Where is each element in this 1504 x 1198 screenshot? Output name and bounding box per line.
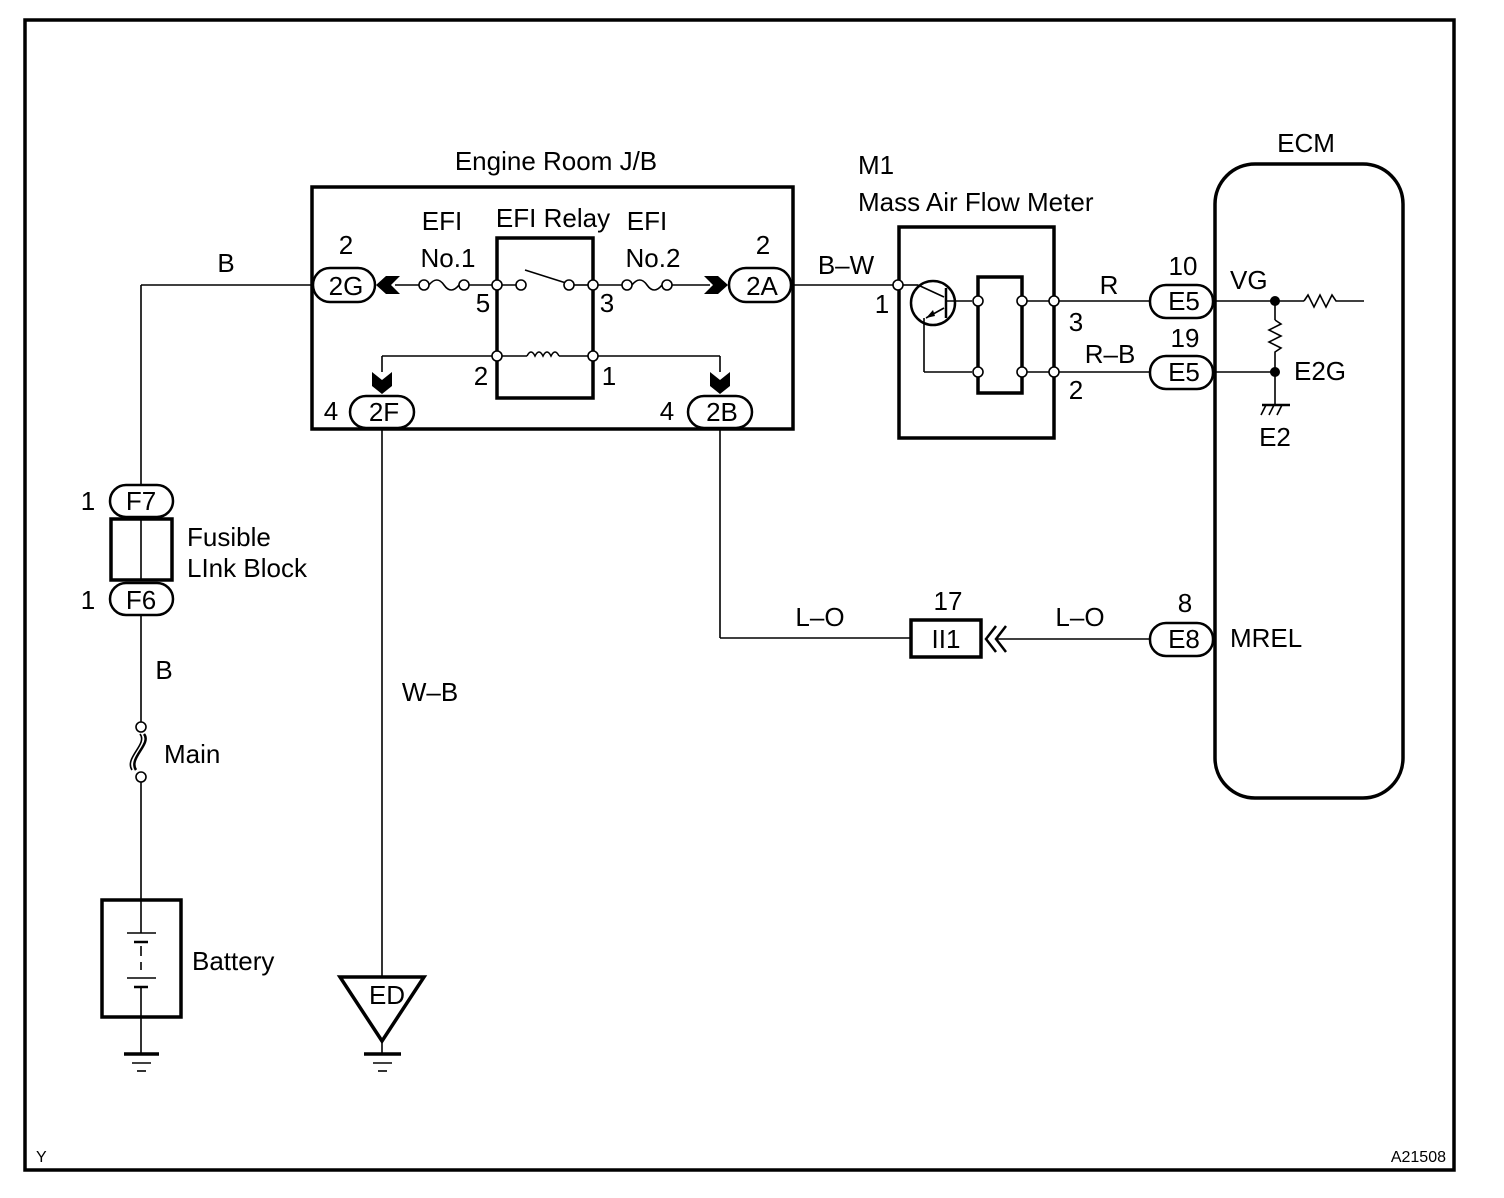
battery-icon — [127, 900, 156, 1017]
wire-label-b-bottom: B — [155, 655, 172, 685]
maf-pin-3: 3 — [1069, 307, 1083, 337]
connector-2g-id: 2G — [329, 271, 364, 301]
relay-pin-2: 2 — [474, 361, 488, 391]
ground-icon — [364, 1052, 401, 1072]
connector-e8 — [1148, 621, 1215, 658]
connector-f6-id: F6 — [126, 585, 156, 615]
fuse1-label-line1: EFI — [422, 206, 462, 236]
connector-2f-id: 2F — [369, 397, 399, 427]
relay-pin-1: 1 — [602, 361, 616, 391]
connector-f6-pin: 1 — [81, 585, 95, 615]
wire-label-r: R — [1100, 270, 1119, 300]
connector-2a: 2 2A — [704, 230, 793, 304]
fuse-efi-no1-icon — [418, 279, 470, 291]
resistor-icon — [1303, 293, 1364, 309]
wire-label-l-o-right: L–O — [1055, 602, 1104, 632]
ecm-signal-e2g: E2G — [1294, 356, 1346, 386]
maf-code: M1 — [858, 150, 894, 180]
ecm-signal-vg: VG — [1230, 265, 1268, 295]
ecm-title: ECM — [1277, 128, 1335, 158]
connector-2f-pin: 4 — [324, 396, 338, 426]
fuse2-label-line1: EFI — [627, 206, 667, 236]
connector-2b: 4 2B — [660, 394, 754, 430]
diagram-frame — [23, 18, 1456, 1172]
chassis-ground-icon — [1260, 403, 1290, 416]
flb-label-line2: LInk Block — [187, 553, 308, 583]
connector-2b-pin: 4 — [660, 396, 674, 426]
connector-2f: 4 2F — [324, 394, 416, 430]
connector-f7 — [108, 483, 175, 519]
figure-id: A21508 — [1391, 1149, 1446, 1166]
wire-label-b-w: B–W — [818, 250, 875, 280]
arrow-left-icon — [376, 276, 400, 294]
relay-switch-icon — [491, 269, 599, 291]
resistor-icon — [1267, 319, 1283, 372]
ecm-box — [1213, 162, 1405, 800]
wire-label-b-top: B — [217, 248, 234, 278]
wire-label-l-o-left: L–O — [795, 602, 844, 632]
arrow-right-icon — [704, 276, 728, 294]
ecm-pin-10: 10 — [1169, 251, 1198, 281]
maf-pin-1: 1 — [875, 289, 889, 319]
fuse2-label-line2: No.2 — [626, 243, 681, 273]
arrow-down-icon — [710, 372, 730, 394]
connector-f7-id: F7 — [126, 486, 156, 516]
main-fuse-icon — [129, 721, 147, 783]
relay-coil-icon — [382, 350, 720, 362]
junction-connector-ii1 — [909, 618, 983, 659]
corner-mark: Y — [36, 1149, 47, 1166]
connector-2a-id: 2A — [746, 271, 778, 301]
fuse-efi-no2-icon — [621, 279, 673, 291]
wire-label-w-b: W–B — [402, 677, 458, 707]
arrow-down-icon — [372, 372, 392, 394]
junction-ii1-pin: 17 — [934, 586, 963, 616]
ground-point-label: ED — [369, 980, 405, 1010]
ground-icon — [124, 1052, 159, 1072]
maf-name: Mass Air Flow Meter — [858, 187, 1094, 217]
flb-label-line1: Fusible — [187, 522, 271, 552]
jb-box — [310, 185, 795, 431]
maf-pin-2: 2 — [1069, 375, 1083, 405]
ground-point-ed — [336, 975, 428, 1045]
connector-e5-e2g-id: E5 — [1168, 357, 1200, 387]
main-fuse-label: Main — [164, 739, 220, 769]
connector-2g-pin: 2 — [339, 230, 353, 260]
relay-pin-5: 5 — [476, 288, 490, 318]
ecm-pin-8: 8 — [1178, 588, 1192, 618]
connector-e5-vg-id: E5 — [1168, 286, 1200, 316]
connector-2a-pin: 2 — [756, 230, 770, 260]
ecm-ground-label: E2 — [1259, 422, 1291, 452]
connector-2b-id: 2B — [706, 397, 738, 427]
battery-label: Battery — [192, 946, 274, 976]
connector-e8-id: E8 — [1168, 624, 1200, 654]
connector-2g: 2 2G — [311, 230, 400, 304]
maf-transistor-icon — [892, 279, 972, 373]
efi-relay-label: EFI Relay — [496, 203, 610, 233]
efi-relay-box — [495, 236, 595, 400]
ecm-signal-mrel: MREL — [1230, 623, 1302, 653]
maf-box — [897, 225, 1056, 440]
jb-title: Engine Room J/B — [455, 146, 657, 176]
junction-ii1-id: II1 — [932, 624, 961, 654]
wire-label-r-b: R–B — [1085, 339, 1136, 369]
ecm-pin-19: 19 — [1171, 323, 1200, 353]
relay-pin-3: 3 — [600, 288, 614, 318]
maf-sensor-element-icon — [972, 275, 1060, 395]
connector-f7-pin: 1 — [81, 486, 95, 516]
fuse1-label-line2: No.1 — [421, 243, 476, 273]
